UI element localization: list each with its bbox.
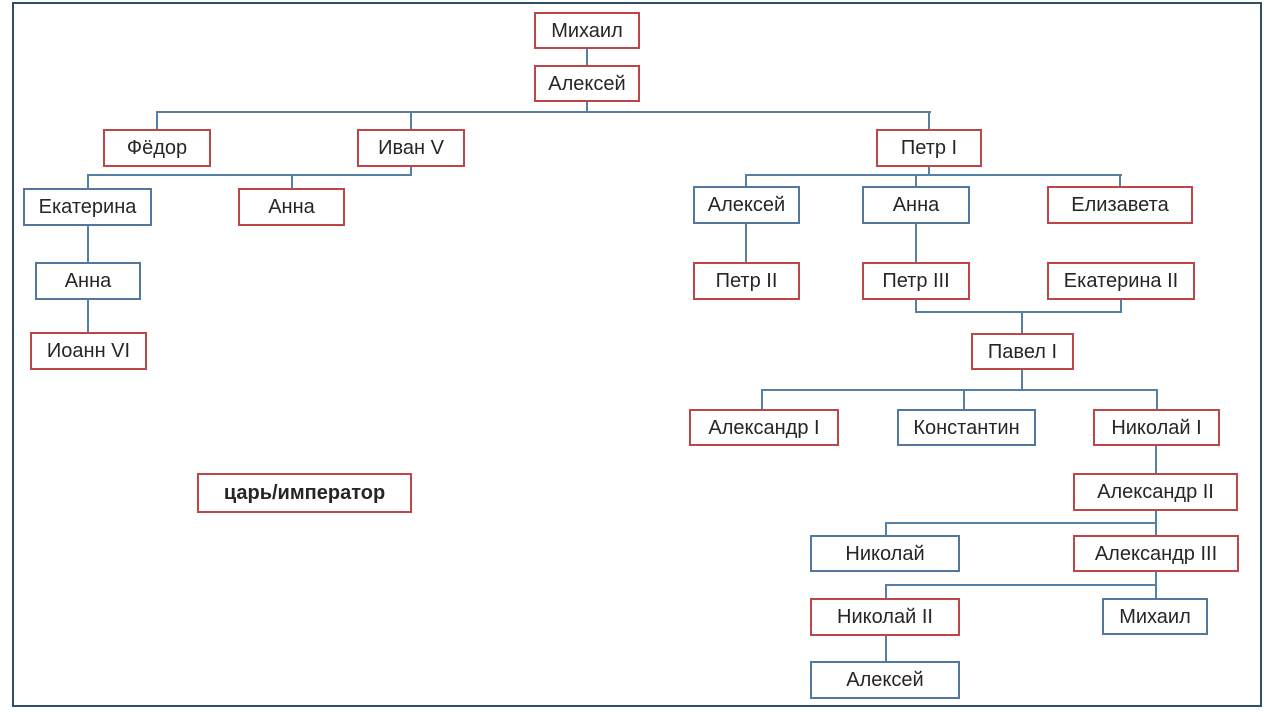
connector-line	[1155, 572, 1157, 586]
node-anna-ioannovna: Анна	[238, 188, 345, 226]
node-nikolai-starshiy: Николай	[810, 535, 960, 572]
connector-line	[915, 300, 917, 313]
node-label: Петр II	[715, 270, 778, 292]
node-label: Алексей	[548, 72, 626, 95]
connector-line	[761, 390, 763, 409]
node-pyotr-ii: Петр II	[693, 262, 800, 300]
connector-line	[963, 390, 965, 409]
node-fyodor: Фёдор	[103, 129, 211, 167]
node-aleksey-petrovich: Алексей	[693, 186, 800, 224]
connector-line	[915, 175, 917, 186]
node-label: Фёдор	[126, 137, 188, 159]
connector-line	[885, 523, 887, 535]
node-label: Екатерина	[38, 196, 137, 218]
connector-line	[156, 111, 931, 113]
connector-line	[87, 174, 412, 176]
node-nikolai-i: Николай I	[1093, 409, 1220, 446]
node-label: Анна	[892, 194, 940, 216]
node-label: Николай II	[837, 606, 933, 628]
connector-line	[1120, 300, 1122, 313]
node-label: Иван V	[378, 137, 444, 159]
node-aleksandr-i: Александр I	[689, 409, 839, 446]
connector-line	[1021, 370, 1023, 391]
connector-line	[885, 636, 887, 661]
connector-line	[915, 224, 917, 262]
node-label: Михаил	[1119, 605, 1191, 628]
connector-line	[87, 300, 89, 332]
connector-line	[586, 102, 588, 113]
connector-line	[156, 112, 158, 129]
connector-line	[745, 175, 747, 186]
node-label: Константин	[913, 416, 1020, 439]
node-label: Алексей	[707, 194, 786, 216]
connector-line	[761, 389, 1158, 391]
node-label: Павел I	[987, 340, 1058, 363]
node-label: Иоанн VI	[46, 340, 131, 362]
node-konstantin: Константин	[897, 409, 1036, 446]
connector-line	[291, 175, 293, 188]
node-label: Анна	[268, 196, 315, 218]
node-pyotr-iii: Петр III	[862, 262, 970, 300]
legend-label: царь/император	[223, 482, 386, 504]
connector-line	[885, 522, 1157, 524]
connector-line	[928, 112, 930, 129]
node-pavel-i: Павел I	[971, 333, 1074, 370]
legend-tsar-emperor: царь/император	[197, 473, 412, 513]
node-anna-petrovna: Анна	[862, 186, 970, 224]
connector-line	[745, 224, 747, 262]
connector-line	[1155, 446, 1157, 473]
connector-line	[885, 584, 1157, 586]
node-aleksey-nikolaevich: Алексей	[810, 661, 960, 699]
node-mikhail-i: Михаил	[534, 12, 640, 49]
connector-line	[586, 49, 588, 65]
node-label: Екатерина II	[1063, 270, 1179, 292]
node-label: Александр I	[708, 416, 820, 439]
node-label: Петр III	[882, 270, 950, 292]
node-label: Александр II	[1097, 481, 1214, 503]
connector-line	[87, 226, 89, 262]
node-label: Николай	[845, 542, 925, 565]
node-ekaterina-ioannovna: Екатерина	[23, 188, 152, 226]
connector-line	[1021, 312, 1023, 333]
node-ekaterina-ii: Екатерина II	[1047, 262, 1195, 300]
node-label: Александр III	[1094, 542, 1218, 565]
diagram-border-frame	[12, 2, 1262, 707]
node-label: Алексей	[846, 669, 924, 691]
node-label: Елизавета	[1071, 194, 1169, 216]
node-ivan-v: Иван V	[357, 129, 465, 167]
connector-line	[885, 585, 887, 598]
connector-line	[87, 175, 89, 188]
node-anna-leopoldovna: Анна	[35, 262, 141, 300]
connector-line	[410, 112, 412, 129]
connector-line	[745, 174, 1122, 176]
connector-line	[1119, 175, 1121, 186]
node-aleksandr-iii: Александр III	[1073, 535, 1239, 572]
node-mikhail-aleksandrovich: Михаил	[1102, 598, 1208, 635]
node-ioann-vi: Иоанн VI	[30, 332, 147, 370]
node-elizaveta: Елизавета	[1047, 186, 1193, 224]
connector-line	[915, 311, 1122, 313]
connector-line	[928, 167, 930, 176]
node-label: Николай I	[1111, 416, 1202, 439]
connector-line	[1156, 390, 1158, 409]
node-label: Петр I	[900, 137, 958, 159]
node-nikolai-ii: Николай II	[810, 598, 960, 636]
node-aleksandr-ii: Александр II	[1073, 473, 1238, 511]
node-label: Михаил	[551, 19, 623, 42]
connector-line	[1155, 523, 1157, 535]
node-pyotr-i: Петр I	[876, 129, 982, 167]
node-label: Анна	[64, 270, 112, 292]
node-aleksey-mikhailovich: Алексей	[534, 65, 640, 102]
connector-line	[410, 167, 412, 176]
connector-line	[1155, 585, 1157, 598]
connector-line	[1155, 511, 1157, 524]
